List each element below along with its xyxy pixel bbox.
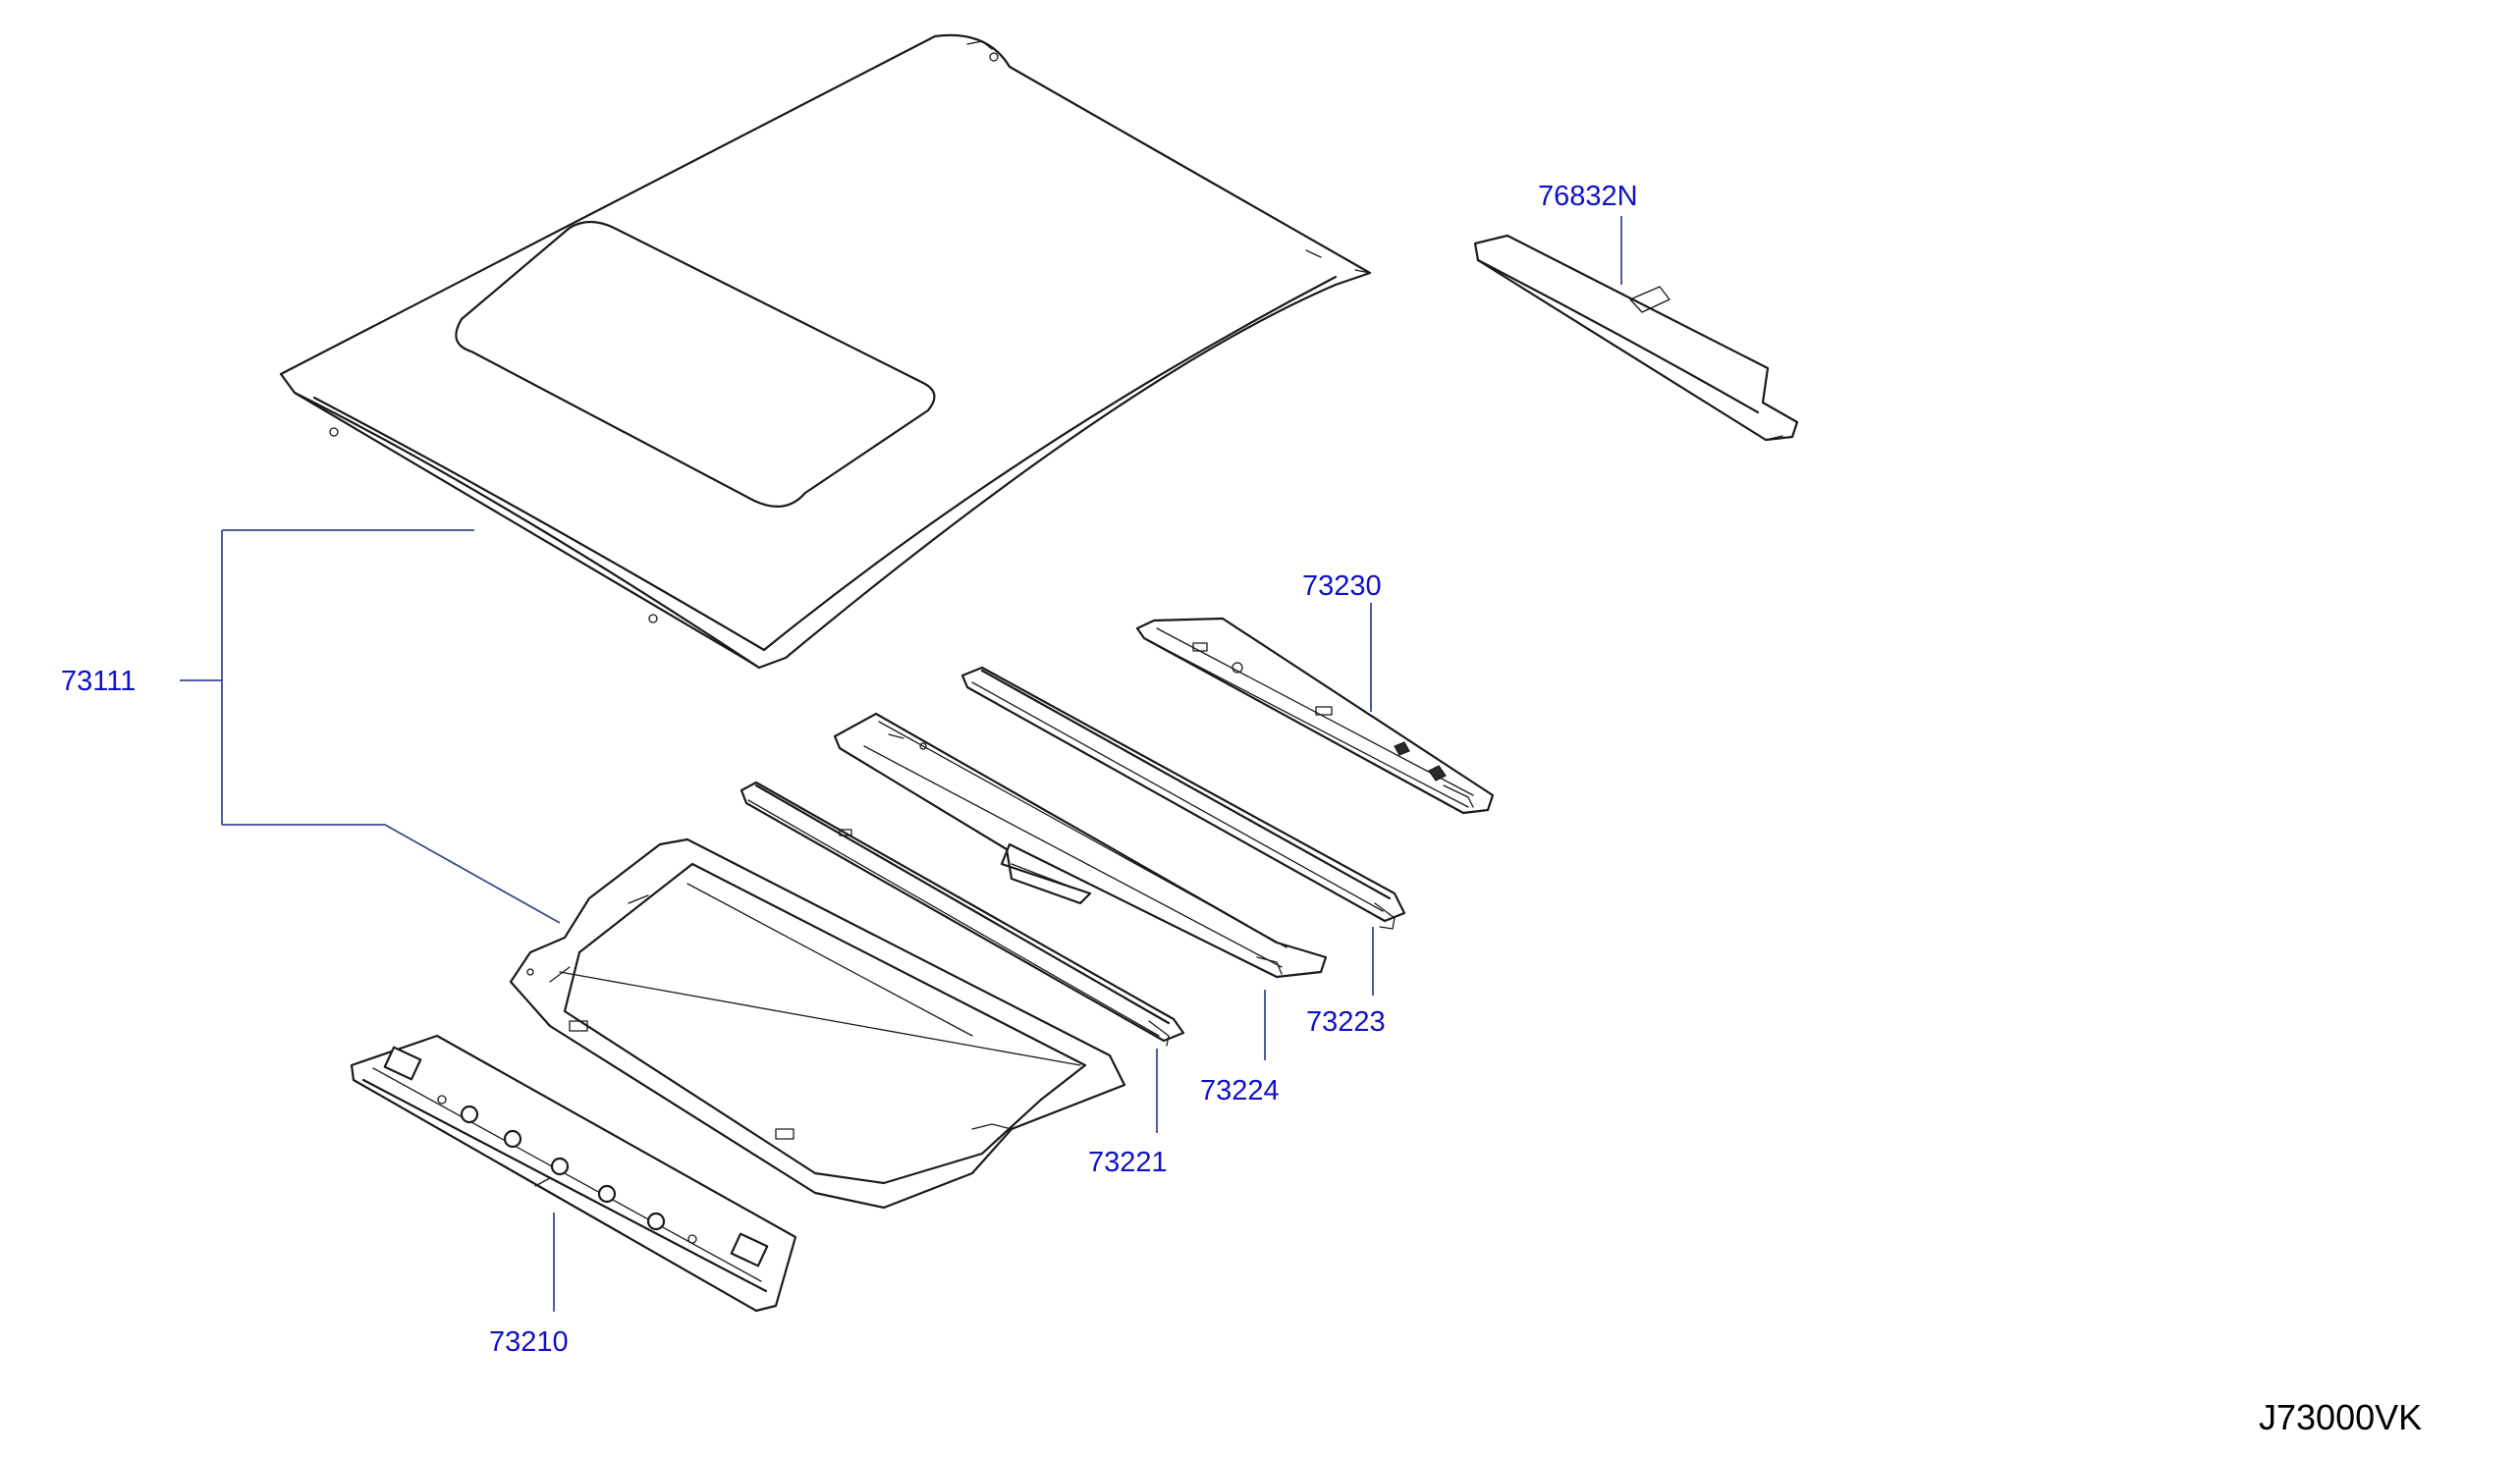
callout-73111: 73111 xyxy=(61,666,136,697)
sunroof-frame xyxy=(509,837,1126,1210)
front-roof-rail xyxy=(350,1034,797,1313)
roof-bow-73230 xyxy=(1135,617,1495,815)
callout-73221: 73221 xyxy=(1088,1147,1168,1178)
callout-73223: 73223 xyxy=(1306,1006,1386,1038)
rear-roof-rail xyxy=(1473,234,1799,442)
leader-lines xyxy=(180,216,1622,1312)
callout-73224: 73224 xyxy=(1200,1075,1280,1106)
roof-panel xyxy=(279,33,1372,670)
callout-73210: 73210 xyxy=(489,1326,569,1358)
callout-73230: 73230 xyxy=(1302,570,1382,602)
roof-bow-73221 xyxy=(740,781,1185,1047)
roof-bow-73223 xyxy=(960,666,1406,930)
roof-bow-73224 xyxy=(833,712,1328,979)
diagram-id: J73000VK xyxy=(2259,1397,2422,1437)
callout-76832n: 76832N xyxy=(1538,181,1638,212)
